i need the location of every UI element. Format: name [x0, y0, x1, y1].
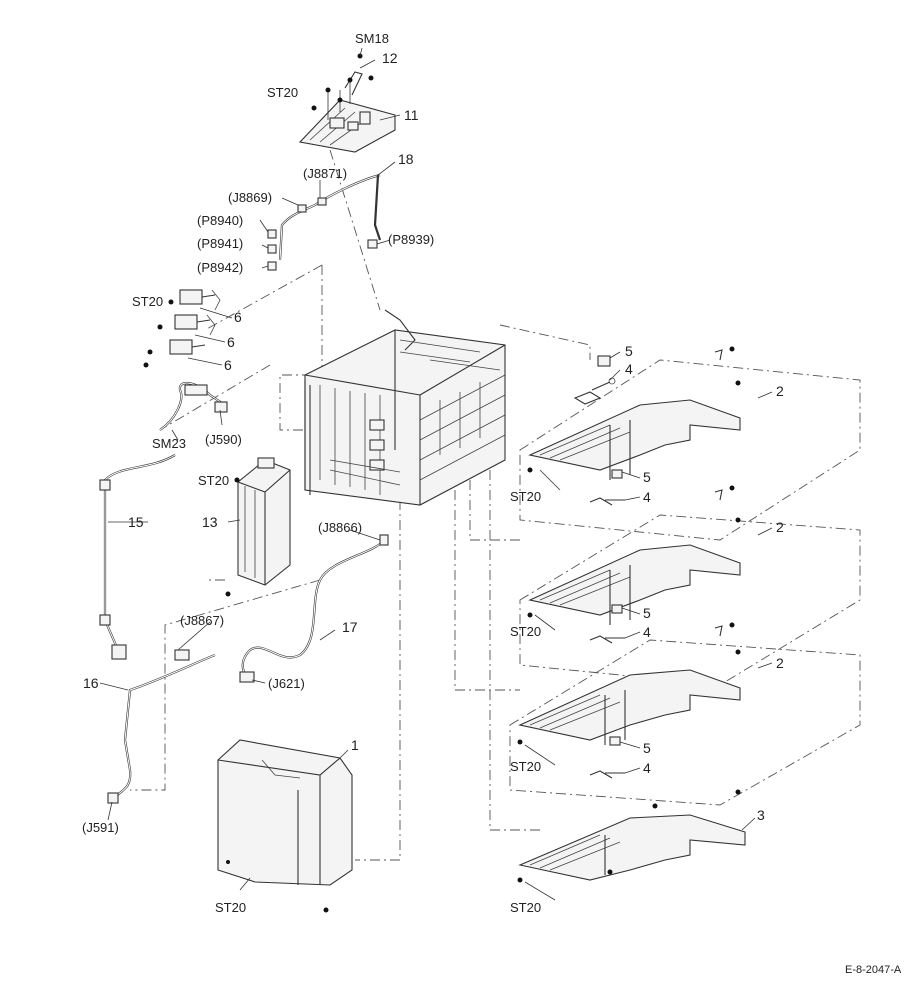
alignment-lines [130, 149, 591, 861]
label-j8869: (J8869) [228, 190, 272, 205]
label-j8871: (J8871) [303, 166, 347, 181]
callout-5b: 5 [643, 469, 651, 485]
leader-lines [99, 47, 773, 901]
label-st20-tray2: ST20 [510, 624, 541, 639]
callout-11: 11 [404, 107, 419, 123]
callout-4b: 4 [643, 489, 651, 505]
callout-6b: 6 [227, 334, 235, 350]
callout-6c: 6 [224, 357, 232, 373]
callout-15: 15 [128, 514, 144, 530]
callout-2c: 2 [776, 655, 784, 671]
callout-18: 18 [398, 151, 414, 167]
main-frame [304, 309, 506, 506]
callout-12: 12 [382, 50, 398, 66]
callout-labels: SM18 12 ST20 11 18 (J8871) (J8869) (P894… [82, 31, 902, 976]
label-sm18: SM18 [355, 31, 389, 46]
label-st20-tray3: ST20 [510, 759, 541, 774]
callout-5a: 5 [625, 343, 633, 359]
tray-2-upper [527, 346, 741, 506]
label-sm23: SM23 [152, 436, 186, 451]
tray-assembly-boxes [509, 359, 861, 806]
tray-3 [517, 789, 746, 883]
label-j591: (J591) [82, 820, 119, 835]
harness-17 [239, 534, 389, 683]
label-p8942: (P8942) [197, 260, 243, 275]
callout-16: 16 [83, 675, 99, 691]
tray-assemblies [517, 346, 746, 883]
harness-18 [267, 173, 382, 271]
tray-2-lower [517, 622, 741, 779]
callout-2b: 2 [776, 519, 784, 535]
harness-16 [107, 649, 216, 804]
callout-1: 1 [351, 737, 359, 753]
harness-sm23 [159, 382, 228, 431]
callout-17: 17 [342, 619, 358, 635]
label-st20-tray4: ST20 [510, 900, 541, 915]
label-p8941: (P8941) [197, 236, 243, 251]
board-13 [225, 457, 291, 597]
label-j590: (J590) [205, 432, 242, 447]
callout-4d: 4 [643, 760, 651, 776]
label-p8940: (P8940) [197, 213, 243, 228]
label-j8866: (J8866) [318, 520, 362, 535]
callout-4c: 4 [643, 624, 651, 640]
callout-13: 13 [202, 514, 218, 530]
label-st20-mid: ST20 [198, 473, 229, 488]
tray-2-middle [527, 485, 741, 644]
parts-5-4-top [573, 355, 616, 405]
label-st20-bottom: ST20 [215, 900, 246, 915]
callout-3: 3 [757, 807, 765, 823]
harness-15 [99, 454, 176, 660]
solenoids-6 [143, 289, 233, 368]
label-st20-left: ST20 [132, 294, 163, 309]
cover-1 [217, 739, 353, 913]
label-j621: (J621) [268, 676, 305, 691]
label-st20-tray1: ST20 [510, 489, 541, 504]
pcb-board-11 [298, 53, 396, 153]
callout-5c: 5 [643, 605, 651, 621]
callout-4a: 4 [625, 361, 633, 377]
label-st20-top: ST20 [267, 85, 298, 100]
figure-id: E-8-2047-A [845, 964, 902, 976]
label-p8939: (P8939) [388, 232, 434, 247]
callout-6a: 6 [234, 309, 242, 325]
label-j8867: (J8867) [180, 613, 224, 628]
callout-5d: 5 [643, 740, 651, 756]
callout-2a: 2 [776, 383, 784, 399]
